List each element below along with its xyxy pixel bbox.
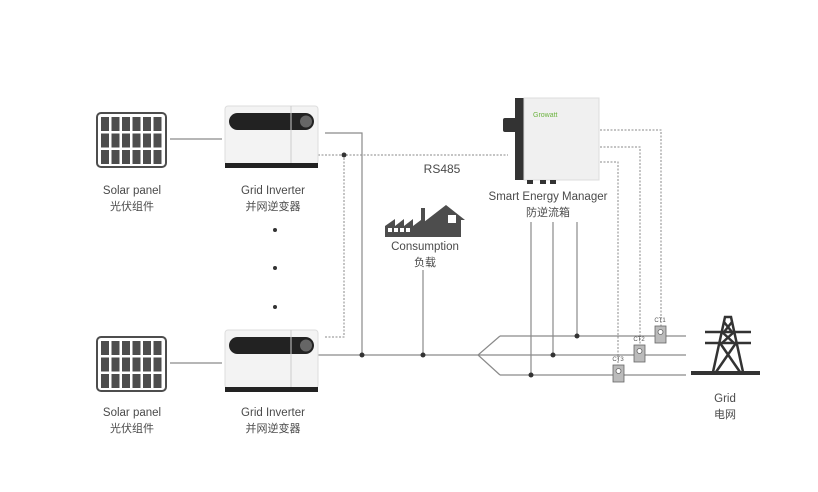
- label-zh: 光伏组件: [110, 422, 154, 435]
- ct3-wire: [600, 161, 619, 367]
- label-zh: 电网: [714, 408, 736, 421]
- solar-cell: [101, 133, 109, 148]
- smart-energy-manager-device: Growatt: [503, 97, 600, 184]
- solar-cell: [111, 357, 120, 372]
- solar-cell: [143, 341, 151, 355]
- solar-cell: [143, 357, 151, 372]
- label-en: Grid: [714, 393, 736, 405]
- solar-cell: [132, 133, 141, 148]
- grid-label: Grid 电网: [714, 392, 736, 422]
- solar-cell: [122, 374, 130, 388]
- solar-cell: [153, 374, 162, 388]
- ct1-label: CT1: [654, 318, 666, 324]
- solar-cell: [101, 150, 109, 164]
- inverter-label-2: Grid Inverter 并网逆变器: [241, 406, 305, 436]
- solar-cell: [153, 133, 162, 148]
- solar-cell: [132, 150, 141, 164]
- label-en: Grid Inverter: [241, 185, 305, 197]
- solar-panel-icon: [96, 112, 167, 168]
- solar-cell: [153, 117, 162, 131]
- power-tower-icon: [691, 315, 760, 375]
- solar-cell: [122, 133, 130, 148]
- factory-house-icon: [385, 205, 465, 237]
- label-zh: 负载: [413, 256, 436, 269]
- solar-cell: [132, 341, 141, 355]
- label-en: Solar panel: [102, 185, 162, 197]
- label-zh: 并网逆变器: [245, 200, 301, 213]
- solar-cell: [132, 117, 141, 131]
- inverter-label-1: Grid Inverter 并网逆变器: [241, 184, 305, 214]
- solar-cell: [143, 150, 151, 164]
- solar-cell: [122, 117, 130, 131]
- solar-cell: [153, 341, 162, 355]
- solar-panel-icon: [96, 336, 167, 392]
- solar-cell: [132, 357, 141, 372]
- label-en: Smart Energy Manager: [488, 191, 608, 203]
- svg-text:Growatt: Growatt: [533, 112, 558, 119]
- ct2-label: CT2: [633, 337, 645, 343]
- solar-panel-label-2: Solar panel 光伏组件: [103, 406, 161, 436]
- solar-cell: [111, 150, 120, 164]
- solar-cell: [122, 341, 130, 355]
- label-en: Grid Inverter: [241, 407, 305, 419]
- solar-cell: [111, 341, 120, 355]
- rs485-line-inverter-2: [325, 155, 345, 338]
- solar-cell: [132, 374, 141, 388]
- solar-cell: [143, 117, 151, 131]
- ct3-label: CT3: [612, 357, 624, 363]
- solar-cell: [101, 357, 109, 372]
- consumption-label: Consumption 负载: [391, 240, 459, 270]
- solar-cell: [153, 150, 162, 164]
- grid-inverter-2: [224, 329, 319, 392]
- label-zh: 光伏组件: [110, 200, 154, 213]
- rs485-label: RS485: [423, 162, 461, 176]
- solar-cell: [101, 117, 109, 131]
- energy-manager-label: Smart Energy Manager 防逆流箱: [489, 190, 608, 220]
- solar-cell: [101, 341, 109, 355]
- solar-cell: [143, 374, 151, 388]
- ac-line-inverter-1: [325, 132, 363, 355]
- grid-inverter-1: [224, 105, 319, 168]
- label-en: Consumption: [391, 241, 459, 253]
- label-zh: 防逆流箱: [525, 206, 570, 219]
- solar-cell: [122, 150, 130, 164]
- label-en: Solar panel: [102, 407, 162, 419]
- label-zh: 并网逆变器: [245, 422, 301, 435]
- solar-cell: [153, 357, 162, 372]
- solar-cell: [143, 133, 151, 148]
- ct1-wire: [600, 129, 662, 328]
- solar-panel-label-1: Solar panel 光伏组件: [103, 184, 161, 214]
- solar-cell: [122, 357, 130, 372]
- solar-cell: [111, 117, 120, 131]
- solar-cell: [111, 133, 120, 148]
- solar-cell: [111, 374, 120, 388]
- solar-cell: [101, 374, 109, 388]
- ct2-wire: [600, 146, 641, 347]
